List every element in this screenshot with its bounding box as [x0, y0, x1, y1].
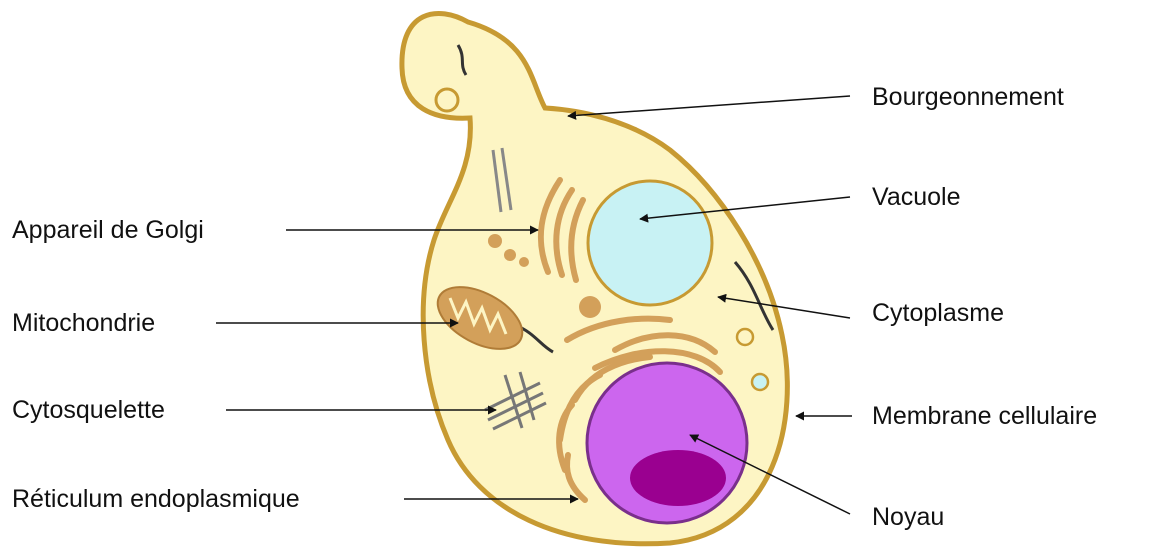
label-bourgeonnement: Bourgeonnement: [872, 85, 1064, 110]
label-mitochondrie: Mitochondrie: [12, 311, 155, 336]
label-reticulum: Réticulum endoplasmique: [12, 487, 300, 512]
label-cytosquelette: Cytosquelette: [12, 398, 165, 423]
vesicle: [737, 329, 753, 345]
label-membrane: Membrane cellulaire: [872, 404, 1097, 429]
label-cytoplasme: Cytoplasme: [872, 301, 1004, 326]
vacuole: [588, 181, 712, 305]
arrow-bourgeonnement: [568, 96, 850, 116]
vesicle: [579, 296, 601, 318]
label-appareil-golgi: Appareil de Golgi: [12, 218, 204, 243]
vesicle: [752, 374, 768, 390]
label-noyau: Noyau: [872, 505, 944, 530]
nucleolus: [630, 450, 726, 506]
label-vacuole: Vacuole: [872, 185, 961, 210]
bud-vesicle: [436, 89, 458, 111]
